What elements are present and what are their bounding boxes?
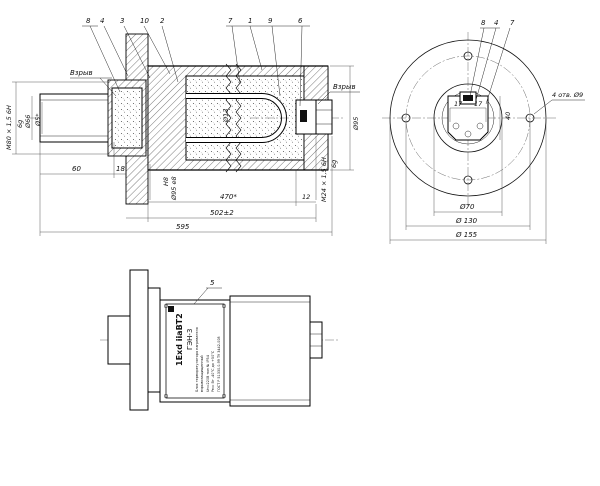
break-line-right xyxy=(235,63,242,173)
callout-4: 4 xyxy=(100,17,104,25)
end-callout-4: 4 xyxy=(494,19,498,27)
callout-2: 2 xyxy=(160,17,165,25)
end-dimensions: 17 17 40 4 отв. Ø9 Ø70 Ø 130 Ø 155 xyxy=(389,91,585,244)
end-callouts: 8 4 7 xyxy=(469,19,515,105)
ext-flange xyxy=(129,269,149,411)
terminal-block-end xyxy=(447,95,489,141)
side-dimensions: M80 × 1,5 6H 6g Ø66 Ø5* Ø13 Ø95 Ø95 e8 H… xyxy=(5,65,360,236)
ext-hex-plug xyxy=(309,321,323,359)
nameplate-marking: 1Exd iiaBT2 xyxy=(175,313,184,366)
dim-595: 595 xyxy=(176,223,190,231)
ext-housing xyxy=(229,295,311,407)
callout-8: 8 xyxy=(86,17,91,25)
dim-40: 40 xyxy=(504,112,512,120)
left-spindle xyxy=(39,93,115,143)
callout-7: 7 xyxy=(228,17,233,25)
nameplate-line-5: ГОСТ Р 51330.0-99 ТУ 3442-008 xyxy=(217,336,221,392)
dim-m24: M24 × 1,5 6H xyxy=(320,157,328,202)
dim-m80: M80 × 1,5 6H xyxy=(5,105,13,150)
dim-d5: Ø5* xyxy=(34,113,42,127)
dim-12: 12 xyxy=(302,193,310,201)
bolt-hole-bottom xyxy=(463,175,473,185)
nameplate-line-4: Pм= Вт -40°С до +50°С xyxy=(211,350,215,392)
callout-9: 9 xyxy=(268,17,273,25)
nameplate-type: ГЭН-3 xyxy=(186,329,194,350)
dim-17b: 17 xyxy=(474,100,483,108)
side-section-view xyxy=(30,33,345,205)
nameplate xyxy=(165,303,225,399)
ext-terminal-box xyxy=(159,299,231,403)
dim-h8: H8 xyxy=(162,177,170,186)
dim-d70: Ø70 xyxy=(459,203,475,211)
break-line-left xyxy=(225,63,232,173)
dim-18: 18 xyxy=(116,165,125,173)
end-callout-7: 7 xyxy=(510,19,515,27)
dim-m24-tol: 6g xyxy=(330,160,338,168)
dim-17a: 17 xyxy=(454,100,463,108)
explosion-label-right: Взрыв xyxy=(333,83,356,91)
bolt-hole-top xyxy=(463,51,473,61)
dim-d13: Ø13 xyxy=(222,109,230,123)
ex-mark-icon xyxy=(168,306,174,312)
dim-502: 502±2 xyxy=(210,209,234,217)
callout-6: 6 xyxy=(298,17,303,25)
dim-m80-tol: 6g xyxy=(16,120,24,128)
side-callouts: 8 4 3 10 2 7 1 9 6 Взрыв Взрыв xyxy=(70,17,360,107)
exterior-view: 1Exd iiaBT2 ГЭН-3 Блок терморегулятора н… xyxy=(100,269,340,411)
explosion-label-left: Взрыв xyxy=(70,69,93,77)
hex-plug xyxy=(315,99,333,135)
nameplate-line-3: Uн=220В тип № IP54 xyxy=(206,355,210,392)
ext-spindle xyxy=(107,315,133,365)
dim-holes: 4 отв. Ø9 xyxy=(552,91,583,99)
nameplate-line-1: Блок терморегулятора нагревателя xyxy=(195,327,199,392)
callout-3: 3 xyxy=(120,17,124,25)
callout-10: 10 xyxy=(140,17,149,25)
nameplate-line-2: взрывозащищенный xyxy=(200,355,204,392)
dim-470: 470* xyxy=(220,193,237,201)
callout-5: 5 xyxy=(210,279,215,287)
dim-d95e8: Ø95 e8 xyxy=(170,176,178,201)
end-callout-8: 8 xyxy=(481,19,486,27)
callout-1: 1 xyxy=(248,17,252,25)
dim-d130: Ø 130 xyxy=(455,217,478,225)
dim-d155: Ø 155 xyxy=(455,231,478,239)
dim-60: 60 xyxy=(72,165,81,173)
dim-d95-right: Ø95 xyxy=(352,117,360,131)
dim-d66: Ø66 xyxy=(24,115,32,129)
end-view xyxy=(382,32,556,206)
